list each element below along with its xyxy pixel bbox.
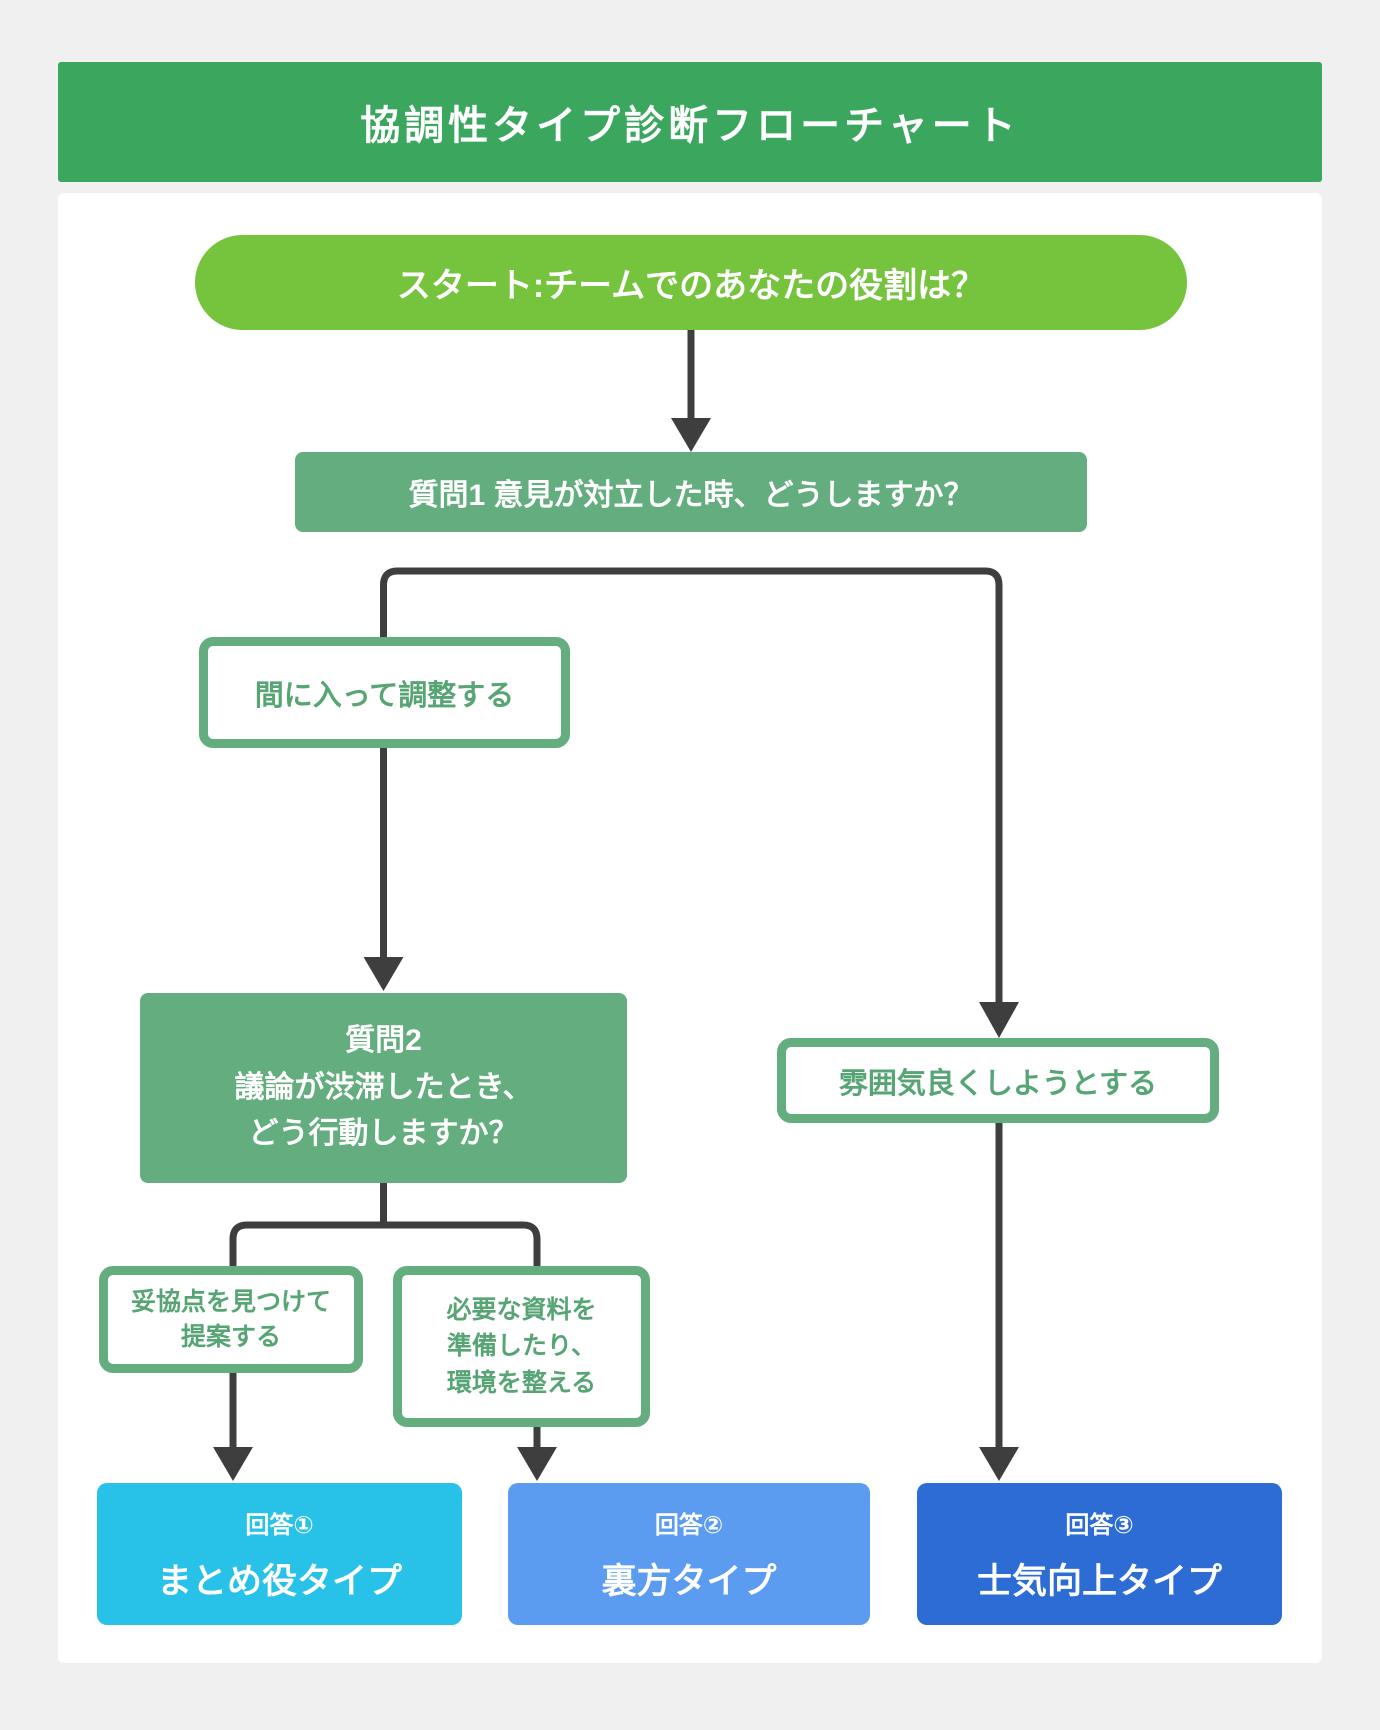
result-urakata: 回答② 裏方タイプ: [508, 1483, 870, 1625]
question1-node: 質問1 意見が対立した時、どうしますか？: [295, 452, 1087, 532]
option-improve-mood-node: 雰囲気良くしようとする: [777, 1038, 1219, 1123]
flowchart-canvas: [58, 193, 1322, 1663]
result-matomeyaku: 回答① まとめ役タイプ: [97, 1483, 462, 1625]
page-title-bar: 協調性タイプ診断フローチャート: [58, 62, 1322, 182]
start-node: スタート:チームでのあなたの役割は？: [195, 235, 1187, 330]
option-compromise-node: 妥協点を見つけて 提案する: [99, 1266, 363, 1373]
question2-node: 質問2 議論が渋滞したとき、 どう行動しますか？: [140, 993, 627, 1183]
result-badge: 回答②: [654, 1511, 724, 1539]
option-mediate-node: 間に入って調整する: [199, 637, 570, 748]
result-badge: 回答①: [245, 1511, 314, 1539]
result-badge: 回答③: [1065, 1511, 1134, 1539]
result-label: 裏方タイプ: [601, 1561, 777, 1601]
result-shiki-kojo: 回答③ 士気向上タイプ: [917, 1483, 1282, 1625]
option-prepare-node: 必要な資料を 準備したり、 環境を整える: [393, 1266, 650, 1427]
page-title: 協調性タイプ診断フローチャート: [360, 104, 1020, 148]
result-label: 士気向上タイプ: [976, 1561, 1222, 1601]
result-label: まとめ役タイプ: [156, 1561, 402, 1601]
